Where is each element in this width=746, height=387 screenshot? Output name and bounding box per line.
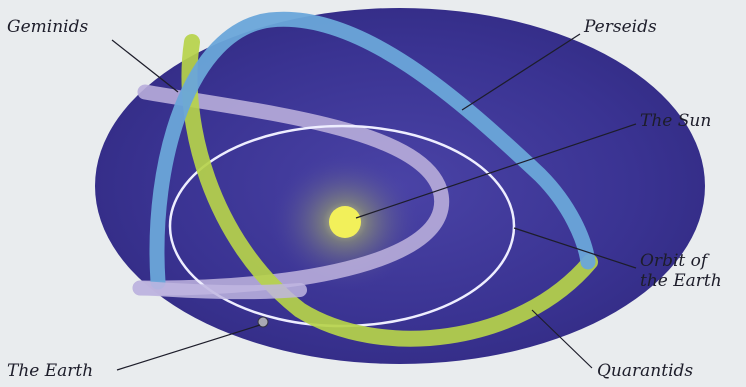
orbit-label-line2: the Earth <box>640 271 746 291</box>
geminids-label: Geminids <box>7 17 88 37</box>
sun <box>329 206 361 238</box>
perseids-label: Perseids <box>584 17 657 37</box>
orbit-of-earth-label: Orbit of the Earth <box>640 251 746 291</box>
geminids-leader <box>112 40 178 92</box>
quarantids-label: Quarantids <box>597 361 693 381</box>
earth-label: The Earth <box>7 361 93 381</box>
orbit-label-line1: Orbit of <box>640 251 746 271</box>
geminids-stream-front <box>140 288 300 292</box>
earth-leader <box>117 325 260 370</box>
sun-label: The Sun <box>640 111 711 131</box>
